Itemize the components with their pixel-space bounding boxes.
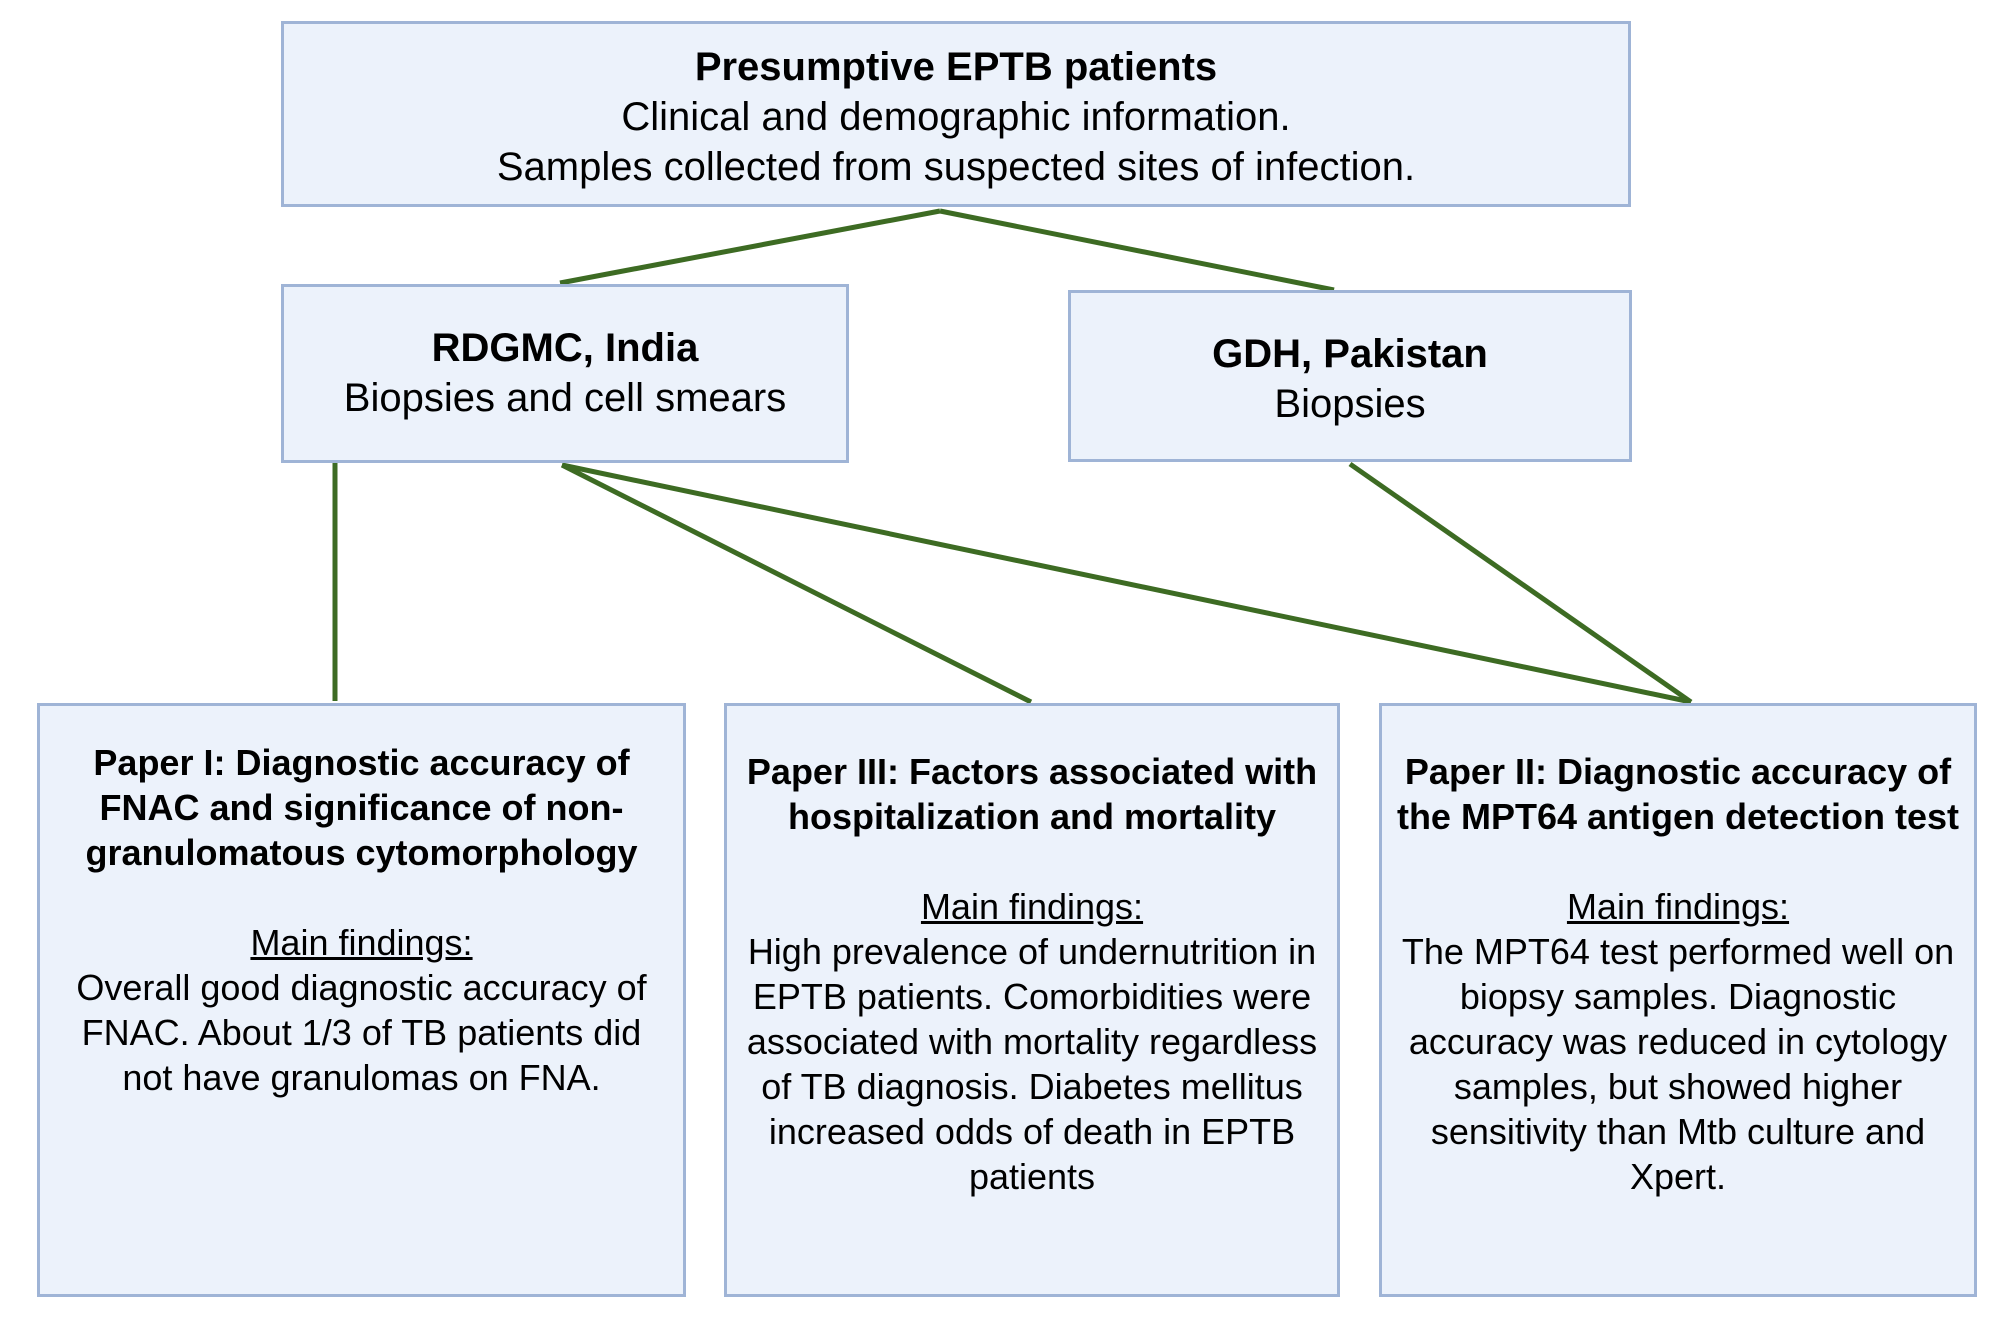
node-rdgmc-india: RDGMC, India Biopsies and cell smears	[281, 284, 849, 463]
node-title: GDH, Pakistan	[1212, 332, 1488, 376]
node-text: Samples collected from suspected sites o…	[496, 145, 1416, 189]
paper-title: Paper I: Diagnostic accuracy of FNAC and…	[85, 742, 638, 873]
node-gdh-pakistan: GDH, Pakistan Biopsies	[1068, 290, 1632, 462]
node-paper-1: Paper I: Diagnostic accuracy of FNAC and…	[37, 703, 686, 1297]
node-text: Clinical and demographic information.	[621, 95, 1291, 139]
connector-top-to-india	[559, 208, 941, 286]
node-text: Biopsies	[1274, 382, 1426, 426]
connector-top-to-pakistan	[939, 208, 1335, 293]
node-paper-3: Paper III: Factors associated with hospi…	[724, 703, 1340, 1297]
paper-title: Paper III: Factors associated with hospi…	[746, 751, 1318, 837]
connector-pakistan-to-paper2	[1348, 461, 1693, 705]
connector-india-to-paper3	[560, 462, 1033, 705]
findings-label: Main findings:	[1566, 886, 1790, 927]
connector-india-to-paper2	[561, 462, 1692, 705]
findings-text: The MPT64 test performed well on biopsy …	[1401, 931, 1955, 1197]
paper-title: Paper II: Diagnostic accuracy of the MPT…	[1396, 751, 1960, 837]
findings-text: Overall good diagnostic accuracy of FNAC…	[76, 967, 647, 1098]
node-presumptive-eptb-patients: Presumptive EPTB patients Clinical and d…	[281, 21, 1631, 207]
findings-label: Main findings:	[920, 886, 1144, 927]
node-text: Biopsies and cell smears	[343, 376, 787, 420]
findings-text: High prevalence of undernutrition in EPT…	[746, 931, 1318, 1197]
node-paper-2: Paper II: Diagnostic accuracy of the MPT…	[1379, 703, 1977, 1297]
findings-label: Main findings:	[250, 922, 473, 963]
node-title: RDGMC, India	[431, 326, 699, 370]
node-title: Presumptive EPTB patients	[694, 45, 1218, 89]
